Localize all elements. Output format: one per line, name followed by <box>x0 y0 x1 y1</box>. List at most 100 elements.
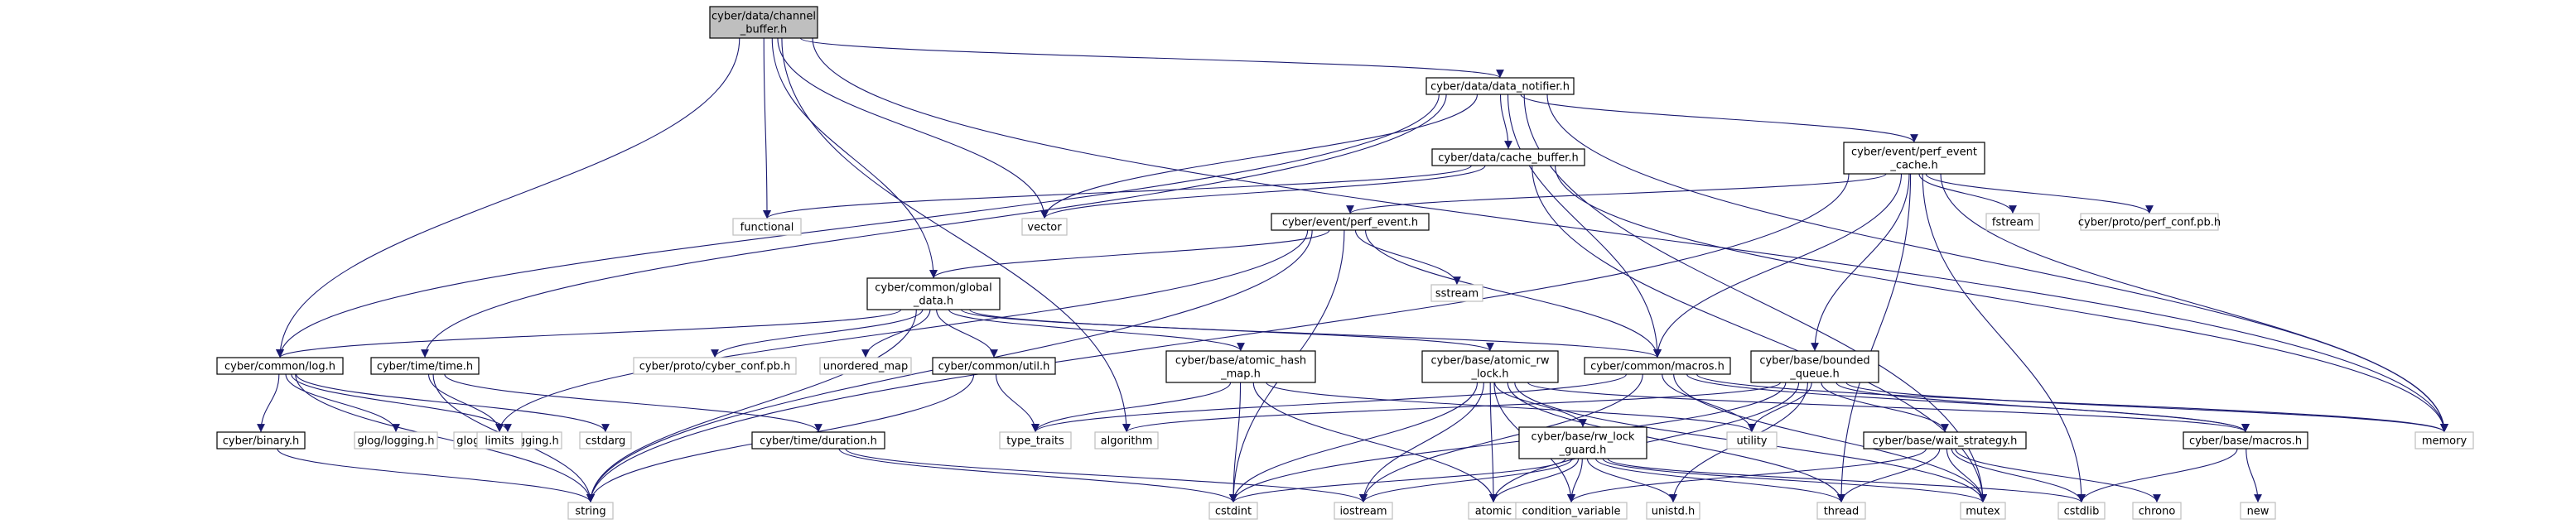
node-chrono: chrono <box>2132 502 2182 520</box>
node-box <box>709 6 818 39</box>
edge-perf-event-cache-to-perf-event <box>1346 173 1887 214</box>
edge-macros-common-to-iostream <box>1359 373 1643 503</box>
node-memory: memory <box>2414 431 2474 449</box>
node-label: cyber/base/rw_lock <box>1532 431 1635 444</box>
node-label: atomic <box>1475 506 1512 518</box>
node-label: utility <box>1737 435 1768 448</box>
edge-atomic-rw-lock-to-macros-base <box>1527 382 2250 433</box>
node-label: cyber/base/macros.h <box>2189 435 2302 448</box>
node-duration[interactable]: cyber/time/duration.h <box>751 431 885 449</box>
node-functional: functional <box>732 218 802 236</box>
edge-cache-buffer-to-functional <box>763 165 1472 219</box>
node-label: cyber/time/time.h <box>377 361 473 373</box>
node-label: _queue.h <box>1789 368 1840 381</box>
node-box <box>932 357 1056 375</box>
node-label: sstream <box>1435 288 1479 300</box>
node-perf-event[interactable]: cyber/event/perf_event.h <box>1271 213 1430 231</box>
node-binary[interactable]: cyber/binary.h <box>216 431 306 449</box>
edge-macros-common-to-memory <box>1696 373 2448 433</box>
node-macros-base[interactable]: cyber/base/macros.h <box>2183 431 2308 449</box>
node-atomic-rw-lock[interactable]: cyber/base/atomic_rw_lock.h <box>1421 350 1559 383</box>
node-box <box>1430 284 1483 302</box>
edge-duration-to-cstdint <box>838 448 1237 503</box>
node-label: cyber/event/perf_event <box>1851 147 1977 159</box>
node-unistd: unistd.h <box>1646 502 1700 520</box>
node-label: cyber/common/global <box>875 282 991 295</box>
edge-global-data-to-macros-common <box>969 309 1662 358</box>
edge-global-data-to-log <box>276 309 902 358</box>
node-unordered-map: unordered_map <box>819 357 912 375</box>
node-global-data[interactable]: cyber/common/global_data.h <box>866 277 1001 310</box>
node-label: _map.h <box>1220 368 1261 381</box>
node-label: condition_variable <box>1522 506 1620 518</box>
node-label: cyber/data/data_notifier.h <box>1430 81 1570 94</box>
node-box <box>1334 502 1393 520</box>
node-cyber-conf: cyber/proto/cyber_conf.pb.h <box>633 357 797 375</box>
edge-channel-buffer-to-vector <box>777 37 1049 219</box>
edge-data-notifier-to-cache-buffer <box>1499 94 1512 150</box>
node-label: cyber/proto/perf_conf.pb.h <box>2078 217 2221 229</box>
node-time[interactable]: cyber/time/time.h <box>370 357 480 375</box>
edge-data-notifier-to-vector <box>1040 94 1479 219</box>
node-box <box>1421 350 1559 383</box>
edge-perf-event-to-sstream <box>1354 229 1461 286</box>
node-box <box>370 357 480 375</box>
edge-log-to-cstdarg <box>296 373 610 433</box>
node-label: type_traits <box>1006 435 1064 448</box>
node-label: _lock.h <box>1470 368 1508 381</box>
node-cstdint: cstdint <box>1208 502 1258 520</box>
node-label: cyber/proto/cyber_conf.pb.h <box>639 361 790 373</box>
node-box <box>819 357 912 375</box>
node-data-notifier[interactable]: cyber/data/data_notifier.h <box>1425 77 1575 95</box>
edge-data-notifier-to-log <box>276 94 1440 358</box>
node-label: string <box>575 506 605 518</box>
node-cache-buffer[interactable]: cyber/data/cache_buffer.h <box>1431 148 1585 166</box>
node-box <box>354 431 438 449</box>
node-log[interactable]: cyber/common/log.h <box>216 357 344 375</box>
node-wait-strategy[interactable]: cyber/base/wait_strategy.h <box>1863 431 2027 449</box>
node-rw-lock-guard[interactable]: cyber/base/rw_lock_guard.h <box>1518 426 1647 459</box>
node-label: iostream <box>1339 506 1387 518</box>
node-box <box>2132 502 2182 520</box>
node-box <box>1021 218 1068 236</box>
node-vector: vector <box>1021 218 1068 236</box>
node-atomic-hash-map[interactable]: cyber/base/atomic_hash_map.h <box>1165 350 1316 383</box>
edge-perf-event-cache-to-fstream <box>1918 173 2017 214</box>
node-condition-variable: condition_variable <box>1515 502 1628 520</box>
edge-rw-lock-guard-to-iostream <box>1359 458 1573 503</box>
nodes-layer: cyber/data/channel_buffer.h cyber/data/da… <box>216 6 2474 520</box>
node-util[interactable]: cyber/common/util.h <box>932 357 1056 375</box>
edge-bounded-queue-to-memory <box>1845 382 2448 433</box>
node-box <box>476 431 523 449</box>
edge-atomic-hash-map-to-type-traits <box>1031 382 1232 433</box>
node-box <box>2240 502 2276 520</box>
node-label: cstdint <box>1215 506 1252 518</box>
node-channel-buffer[interactable]: cyber/data/channel_buffer.h <box>709 6 818 39</box>
node-label: glog/logging.h <box>358 435 435 448</box>
node-cstdlib: cstdlib <box>2057 502 2106 520</box>
edge-atomic-hash-map-to-utility <box>1266 382 1756 433</box>
edge-perf-event-to-macros-common <box>1365 229 1662 358</box>
node-box <box>1208 502 1258 520</box>
node-bounded-queue[interactable]: cyber/base/bounded_queue.h <box>1750 350 1879 383</box>
node-iostream: iostream <box>1334 502 1393 520</box>
node-label: _cache.h <box>1889 160 1937 172</box>
edge-bounded-queue-to-algorithm <box>1122 382 1781 433</box>
node-glog-logging: glog/logging.h <box>354 431 438 449</box>
node-box <box>1646 502 1700 520</box>
node-macros-common[interactable]: cyber/common/macros.h <box>1584 357 1731 375</box>
node-new: new <box>2240 502 2276 520</box>
node-box <box>751 431 885 449</box>
edge-perf-event-to-global-data <box>929 229 1330 279</box>
edge-perf-event-cache-to-bounded-queue <box>1811 173 1910 352</box>
edge-bounded-queue-to-wait-strategy <box>1821 382 1949 433</box>
edge-data-notifier-to-macros-common <box>1507 94 1662 358</box>
node-box <box>216 431 306 449</box>
edge-data-notifier-to-memory <box>1546 94 2448 433</box>
node-thread: thread <box>1816 502 1866 520</box>
node-box <box>1165 350 1316 383</box>
node-perf-event-cache[interactable]: cyber/event/perf_event_cache.h <box>1843 142 1985 175</box>
node-box <box>1726 431 1778 449</box>
edge-global-data-to-util <box>936 309 998 358</box>
